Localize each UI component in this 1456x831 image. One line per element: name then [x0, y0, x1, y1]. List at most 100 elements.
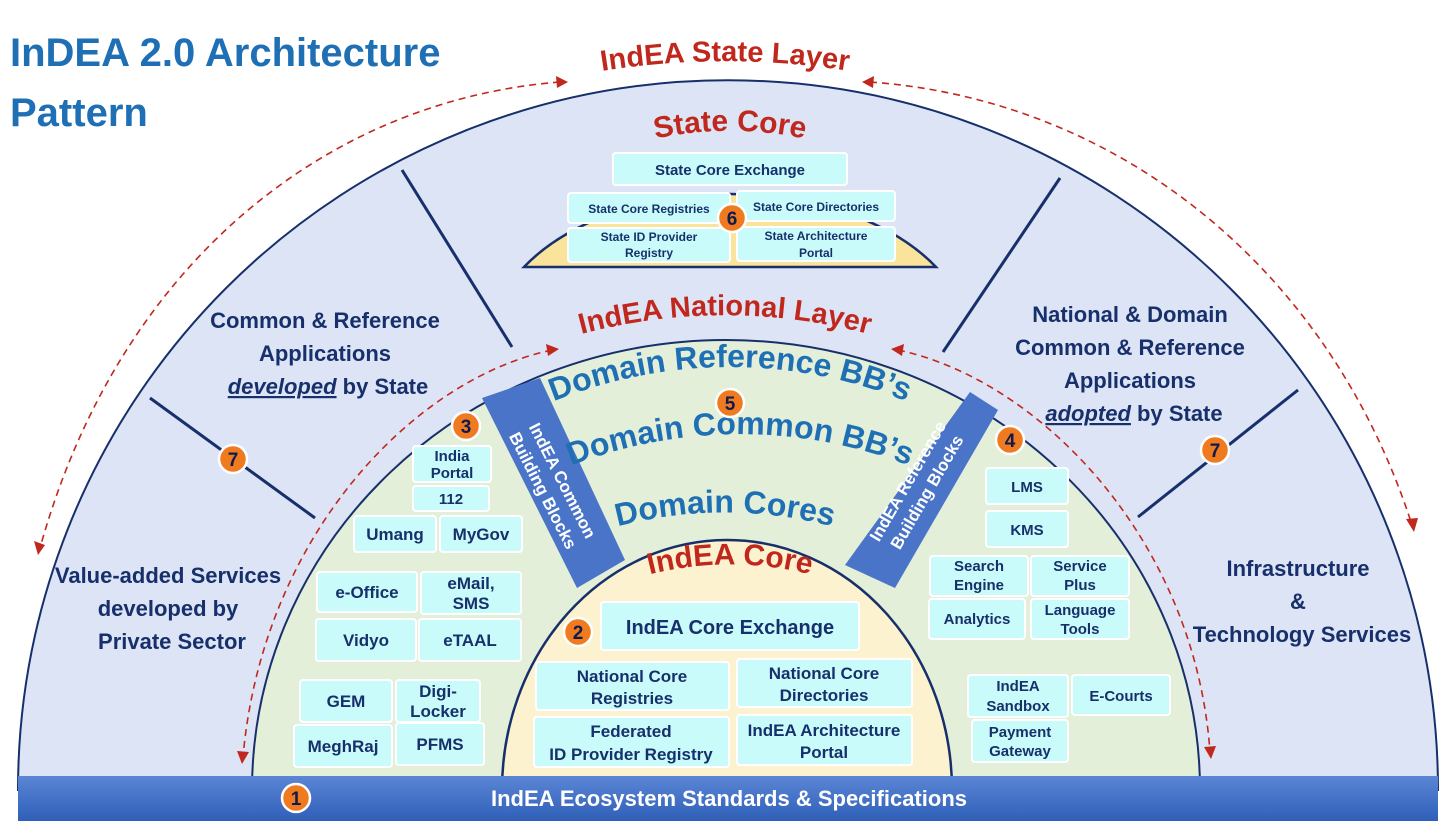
service-plus-box — [1030, 555, 1130, 597]
right-sector-line3: Applications — [1064, 368, 1196, 393]
national-layer-arrow-left — [242, 349, 553, 758]
kms-box — [985, 510, 1069, 548]
112-label: 112 — [439, 491, 463, 508]
sector-divider-right-top — [941, 177, 1062, 353]
vidyo-label: Vidyo — [343, 631, 389, 650]
national-layer-arrow-right — [897, 349, 1211, 753]
svg-text:5: 5 — [725, 394, 736, 415]
page-title-line2: Pattern — [10, 91, 148, 135]
right-sector-em: adopted — [1045, 401, 1131, 426]
digilocker-label-1: Digi- — [419, 682, 457, 701]
e-courts-label: E-Courts — [1089, 688, 1152, 705]
svg-text:2: 2 — [573, 623, 584, 644]
badge-6: 6 — [716, 202, 748, 234]
right-sector-line1: National & Domain — [1032, 302, 1228, 327]
mygov-label: MyGov — [453, 525, 510, 544]
page-title-line1: InDEA 2.0 Architecture — [10, 31, 441, 75]
service-plus-label-2: Plus — [1064, 577, 1096, 594]
indea-sandbox-label-1: IndEA — [996, 678, 1039, 695]
indea-arch-portal-box — [736, 714, 913, 766]
lms-box — [985, 467, 1069, 505]
indea-core-exchange-label: IndEA Core Exchange — [626, 617, 834, 639]
arrowhead — [891, 344, 904, 356]
service-plus-label-1: Service — [1053, 558, 1106, 575]
arrowhead — [1204, 746, 1216, 759]
badge-2: 2 — [562, 616, 594, 648]
badge-7-left: 7 — [217, 443, 249, 475]
etaal-label: eTAAL — [443, 631, 497, 650]
mygov-box — [439, 515, 523, 553]
email-sms-label-2: SMS — [453, 594, 490, 613]
state-arch-portal-label-1: State Architecture — [765, 229, 868, 243]
badge-5: 5 — [714, 387, 746, 419]
digilocker-label-2: Locker — [410, 702, 466, 721]
gem-box — [299, 679, 393, 723]
payment-gateway-box — [971, 719, 1069, 763]
federated-id-provider-box — [533, 716, 730, 768]
state-core-exchange-box — [612, 152, 848, 186]
language-tools-label-2: Tools — [1061, 621, 1100, 638]
common-building-blocks-band — [482, 378, 625, 588]
national-core-directories-label-1: National Core — [769, 664, 880, 683]
indea-sandbox-label-2: Sandbox — [986, 698, 1050, 715]
etaal-box — [418, 618, 522, 662]
112-box — [412, 485, 490, 512]
arrowhead — [546, 344, 559, 356]
umang-label: Umang — [366, 525, 424, 544]
right-sector-suffix: by State — [1131, 401, 1223, 426]
national-core-registries-label-1: National Core — [577, 667, 688, 686]
arrowhead — [237, 751, 249, 764]
national-core-registries-label-2: Registries — [591, 689, 673, 708]
indea-sandbox-box — [967, 674, 1069, 718]
federated-id-provider-label-2: ID Provider Registry — [549, 745, 713, 764]
search-engine-label-2: Engine — [954, 577, 1004, 594]
pfms-label: PFMS — [416, 735, 463, 754]
left-sector-line1: Common & Reference — [210, 308, 440, 333]
india-portal-box — [412, 445, 492, 483]
national-core-registries-box — [535, 661, 730, 711]
india-portal-label-2: Portal — [431, 465, 474, 482]
umang-box — [353, 515, 437, 553]
indea-core-exchange-box — [600, 601, 860, 651]
left-sector-line2: Applications — [259, 341, 391, 366]
badge-3: 3 — [450, 410, 482, 442]
national-core-directories-label-2: Directories — [780, 686, 869, 705]
svg-text:4: 4 — [1005, 431, 1016, 452]
reference-building-blocks-band — [845, 392, 998, 588]
email-sms-box — [420, 571, 522, 615]
right-sector-line4: adopted by State — [1045, 401, 1222, 426]
lms-label: LMS — [1011, 479, 1043, 496]
state-arch-portal-box — [736, 226, 896, 262]
ecosystem-standards-label: IndEA Ecosystem Standards & Specificatio… — [491, 786, 967, 811]
payment-gateway-label-1: Payment — [989, 724, 1052, 741]
arrowhead — [556, 76, 568, 88]
state-layer-title: IndEA State Layer — [598, 36, 852, 78]
analytics-box — [928, 598, 1026, 640]
state-core-registries-label: State Core Registries — [588, 202, 710, 216]
kms-label: KMS — [1010, 522, 1043, 539]
state-id-provider-label-1: State ID Provider — [601, 230, 698, 244]
meghraj-box — [293, 724, 393, 768]
indea-arch-portal-label-2: Portal — [800, 743, 848, 762]
svg-text:7: 7 — [1210, 441, 1221, 462]
left-sector-suffix: by State — [337, 374, 429, 399]
infrastructure-line3: Technology Services — [1193, 622, 1411, 647]
ecosystem-standards-bar — [18, 776, 1438, 821]
arrowhead — [34, 541, 45, 555]
eoffice-box — [316, 571, 418, 613]
state-core-exchange-label: State Core Exchange — [655, 162, 805, 179]
gem-label: GEM — [327, 692, 366, 711]
svg-text:1: 1 — [291, 789, 302, 810]
badge-1: 1 — [280, 782, 312, 814]
badge-4: 4 — [994, 424, 1026, 456]
meghraj-label: MeghRaj — [308, 737, 379, 756]
svg-text:7: 7 — [228, 450, 239, 471]
value-added-line3: Private Sector — [98, 629, 246, 654]
federated-id-provider-label-1: Federated — [590, 722, 671, 741]
indea-arch-portal-label-1: IndEA Architecture — [748, 721, 901, 740]
india-portal-label-1: India — [434, 448, 470, 465]
sector-divider-left-top — [400, 169, 514, 348]
arrowhead — [862, 76, 874, 88]
value-added-line1: Value-added Services — [55, 563, 281, 588]
